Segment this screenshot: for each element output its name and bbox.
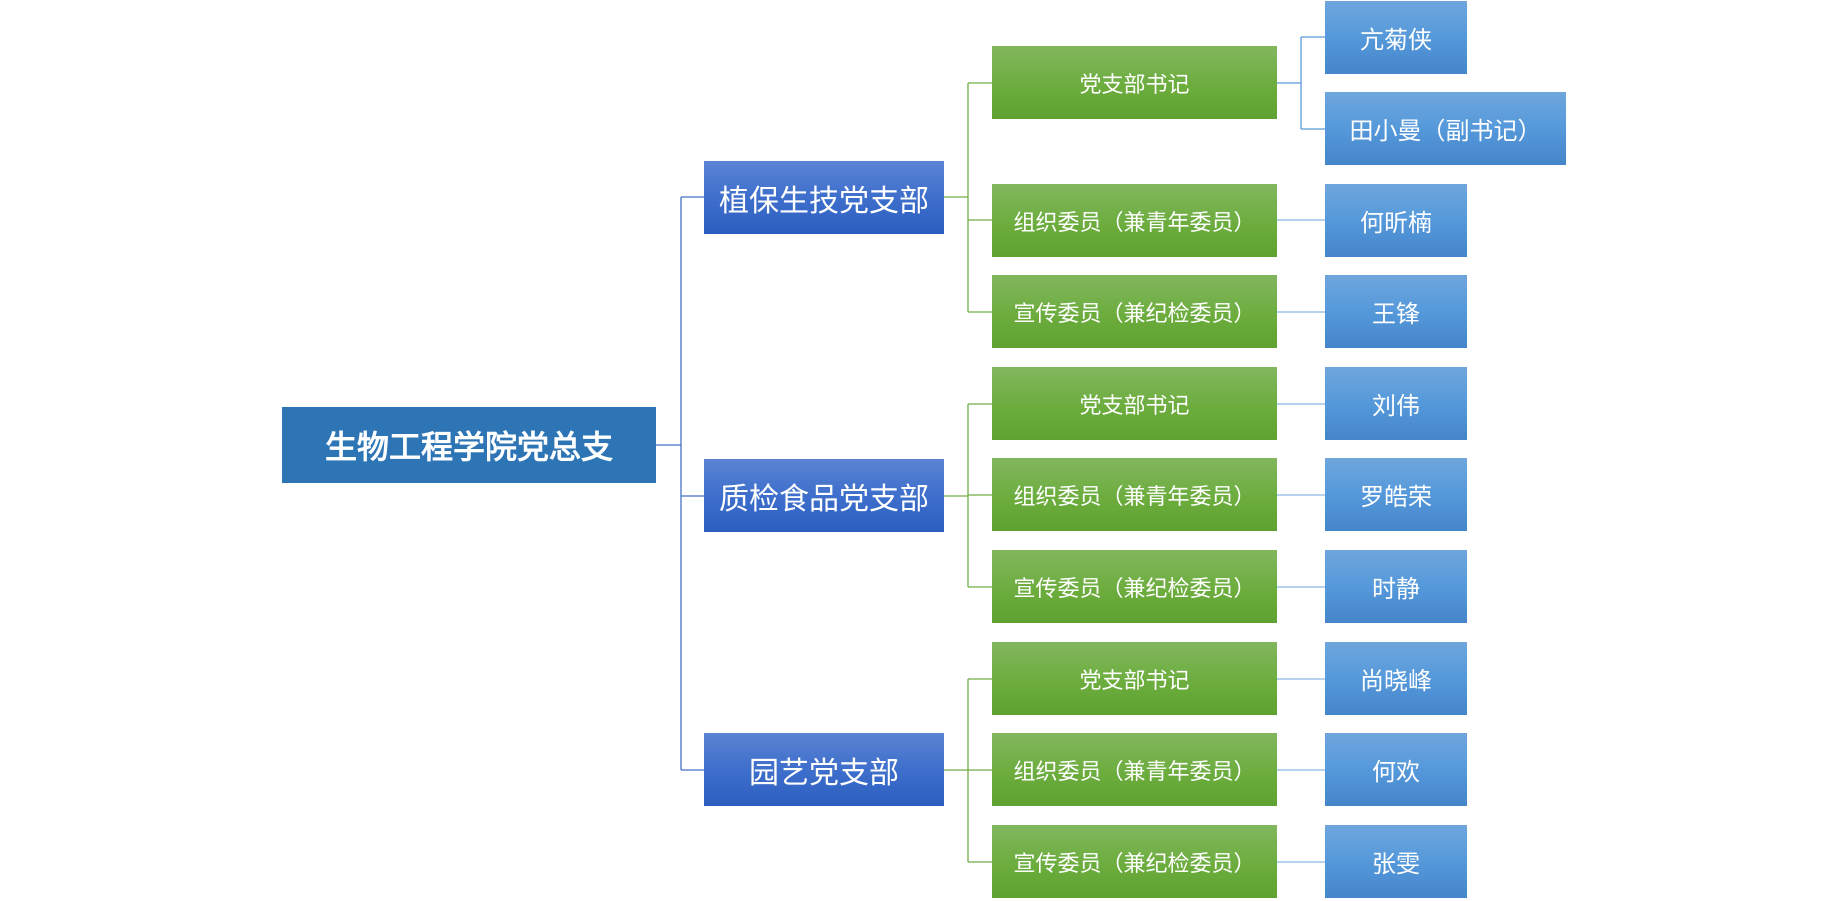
person-node: 时静: [1325, 550, 1467, 623]
links-branch-1: [944, 403, 992, 588]
person-node: 亢菊侠: [1325, 1, 1467, 74]
links-role-0: [1277, 36, 1325, 130]
person-node: 田小曼（副书记）: [1325, 92, 1566, 165]
person-node: 刘伟: [1325, 367, 1467, 440]
person-node: 王锋: [1325, 275, 1467, 348]
role-connectors: [1277, 36, 1325, 130]
role-node-publicity: 宣传委员（兼纪检委员）: [992, 550, 1277, 623]
role-node-publicity: 宣传委员（兼纪检委员）: [992, 825, 1277, 898]
branch-node-zhijian: 质检食品党支部: [704, 459, 944, 532]
person-node: 罗皓荣: [1325, 458, 1467, 531]
role-node-publicity: 宣传委员（兼纪检委员）: [992, 275, 1277, 348]
role-connectors-single: [1277, 219, 1325, 863]
role-node-organization: 组织委员（兼青年委员）: [992, 184, 1277, 257]
links-branch-0: [944, 82, 992, 313]
branch-node-yuanyi: 园艺党支部: [704, 733, 944, 806]
person-node: 何欢: [1325, 733, 1467, 806]
root-connectors: [656, 196, 704, 771]
person-node: 尚晓峰: [1325, 642, 1467, 715]
root-node: 生物工程学院党总支: [282, 407, 656, 483]
role-node-organization: 组织委员（兼青年委员）: [992, 458, 1277, 531]
links-branch-2: [944, 678, 992, 863]
role-node-secretary: 党支部书记: [992, 367, 1277, 440]
branch-node-zhibao: 植保生技党支部: [704, 161, 944, 234]
person-node: 张雯: [1325, 825, 1467, 898]
role-node-organization: 组织委员（兼青年委员）: [992, 733, 1277, 806]
person-node: 何昕楠: [1325, 184, 1467, 257]
branch-connectors: [944, 82, 992, 863]
role-node-secretary: 党支部书记: [992, 642, 1277, 715]
role-node-secretary: 党支部书记: [992, 46, 1277, 119]
